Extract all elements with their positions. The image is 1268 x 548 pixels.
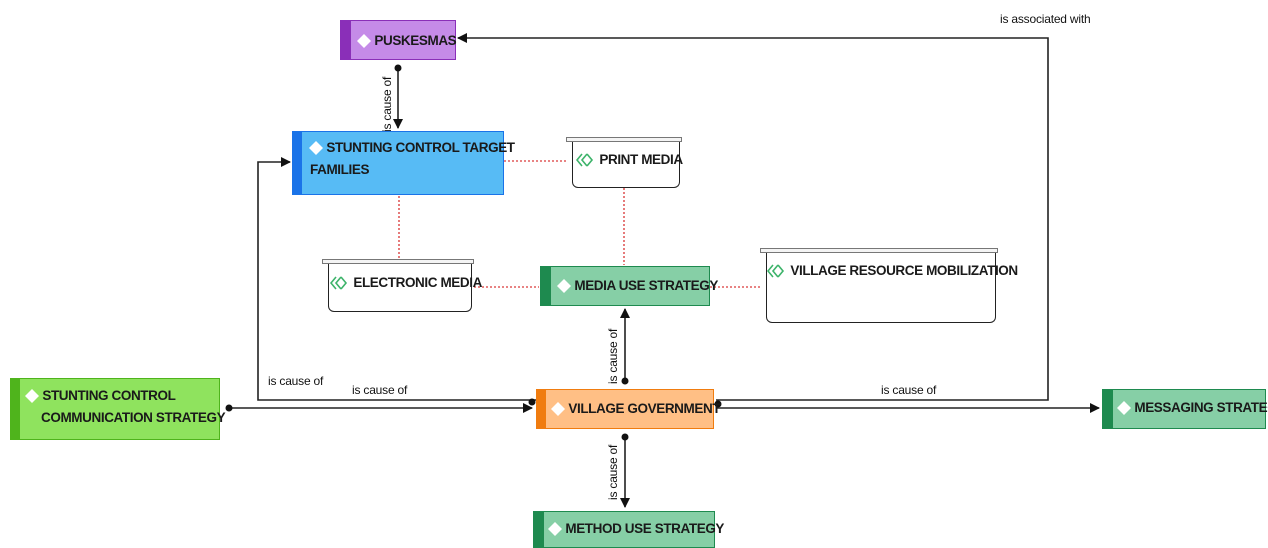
double-chevron-icon — [767, 264, 785, 278]
dot-puskesmas — [394, 64, 402, 72]
node-label: VILLAGE GOVERNMENT — [568, 401, 721, 416]
diamond-icon — [357, 34, 371, 49]
node-color-bar — [534, 512, 544, 547]
dot-comm — [225, 404, 233, 412]
node-media-use-strategy[interactable]: MEDIA USE STRATEGY — [540, 266, 718, 306]
dot-gov-right — [714, 400, 722, 408]
node-label: MESSAGING STRATEGY — [1134, 400, 1268, 415]
node-puskesmas[interactable]: PUSKESMAS — [340, 20, 457, 60]
node-messaging-strategy[interactable]: MESSAGING STRATEGY — [1102, 389, 1268, 429]
node-label-line1: STUNTING CONTROL — [42, 388, 176, 403]
node-color-bar — [293, 132, 302, 194]
node-label: ELECTRONIC MEDIA — [353, 275, 482, 290]
node-method-use-strategy[interactable]: METHOD USE STRATEGY — [533, 511, 724, 548]
node-color-bar — [11, 379, 20, 439]
node-electronic-media[interactable]: ELECTRONIC MEDIA — [322, 259, 482, 312]
doc-header — [322, 259, 474, 264]
label-comm-gov: is cause of — [352, 383, 408, 397]
association-lines — [398, 160, 762, 288]
label-gov-media: is cause of — [606, 328, 620, 384]
edge-gov-families — [257, 157, 536, 401]
node-color-bar — [1103, 390, 1113, 428]
label-is-associated-with: is associated with — [1000, 12, 1091, 26]
label-gov-method: is cause of — [606, 444, 620, 500]
node-label: VILLAGE RESOURCE MOBILIZATION — [790, 263, 1018, 278]
node-label-line2: FAMILIES — [310, 162, 370, 177]
label-gov-families: is cause of — [268, 374, 324, 388]
diamond-icon — [309, 141, 323, 156]
double-chevron-icon — [330, 276, 348, 290]
diamond-icon — [1117, 401, 1131, 416]
node-village-resource-mobilization[interactable]: VILLAGE RESOURCE MOBILIZATION — [760, 248, 1018, 323]
edge-origin-dots — [225, 64, 722, 441]
node-label: PUSKESMAS — [374, 33, 457, 48]
dot-gov-bottom — [621, 433, 629, 441]
node-village-government[interactable]: VILLAGE GOVERNMENT — [536, 389, 721, 429]
diamond-icon — [557, 279, 571, 294]
doc-header — [566, 137, 682, 142]
diamond-icon — [25, 389, 39, 404]
diamond-icon — [551, 402, 565, 417]
dot-gov-top — [621, 377, 629, 385]
dot-gov-left — [528, 398, 536, 406]
doc-header — [760, 248, 998, 253]
node-label: PRINT MEDIA — [599, 152, 683, 167]
double-chevron-icon — [576, 153, 594, 167]
node-label: METHOD USE STRATEGY — [565, 521, 725, 536]
relation-lines — [228, 33, 1100, 508]
node-color-bar — [537, 390, 546, 428]
node-color-bar — [341, 21, 351, 59]
label-puskesmas-families: is cause of — [380, 76, 394, 132]
edge-gov-puskesmas — [457, 33, 1049, 401]
doc-body — [328, 264, 472, 312]
diamond-icon — [548, 522, 562, 537]
node-print-media[interactable]: PRINT MEDIA — [566, 137, 683, 188]
doc-body — [766, 253, 996, 323]
node-communication-strategy[interactable]: STUNTING CONTROL COMMUNICATION STRATEGY — [10, 378, 226, 440]
node-color-bar — [541, 267, 551, 305]
label-gov-messaging: is cause of — [881, 383, 937, 397]
doc-body — [572, 142, 680, 188]
node-target-families[interactable]: STUNTING CONTROL TARGET FAMILIES — [292, 131, 515, 195]
node-label-line2: COMMUNICATION STRATEGY — [41, 410, 226, 425]
node-label: MEDIA USE STRATEGY — [574, 278, 718, 293]
node-label-line1: STUNTING CONTROL TARGET — [326, 140, 515, 155]
